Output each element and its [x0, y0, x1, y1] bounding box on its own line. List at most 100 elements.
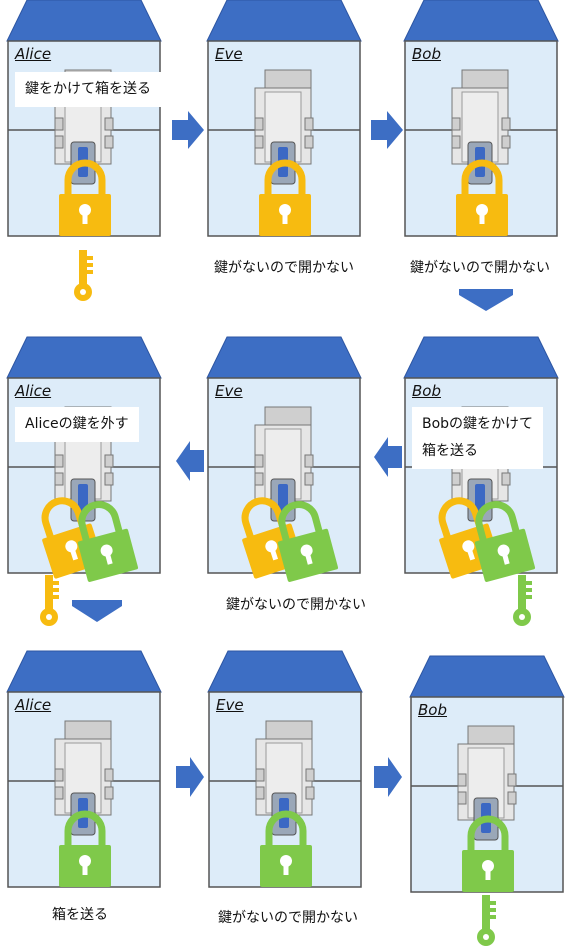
house-graphic [6, 336, 162, 582]
house-bob-step1: Bob [403, 0, 559, 237]
house-alice-step1: Alice 鍵をかけて箱を送る [6, 0, 162, 237]
padlock-bob-icon [474, 501, 536, 582]
house-alice-step3: Alice [6, 650, 162, 888]
house-label-eve: Eve [216, 696, 244, 714]
box-hinge-left [54, 117, 64, 131]
padlock-bob-icon [77, 501, 139, 582]
box-hinge-right [507, 773, 517, 787]
callout-line-2: 箱を送る [422, 443, 478, 459]
house-label-bob: Bob [412, 382, 441, 400]
box-hinge-right [304, 454, 314, 468]
house-bob-step2: Bob Bobの鍵をかけて 箱を送る [403, 336, 559, 582]
caption-send-box: 箱を送る [52, 907, 108, 923]
box-hinge-right [104, 768, 114, 782]
box-hinge-left [254, 117, 264, 131]
key-shape [477, 895, 496, 946]
house-graphic [207, 650, 363, 888]
box-hinge-right [305, 786, 315, 800]
roof [403, 0, 559, 42]
house-label-eve: Eve [215, 382, 243, 400]
box-hinge-left [54, 135, 64, 149]
key-shape [74, 250, 93, 301]
box-hinge-right [104, 135, 114, 149]
box-hinge-top [461, 69, 509, 91]
roof [6, 650, 162, 693]
house-eve-step2: Eve [206, 336, 362, 582]
box-hinge-left [451, 135, 461, 149]
house-graphic [6, 650, 162, 888]
padlock-alice-icon [456, 159, 508, 236]
house-eve-step1: Eve [206, 0, 362, 237]
box-hinge-left [254, 135, 264, 149]
box-hinge-right [104, 786, 114, 800]
house-label-alice: Alice [15, 696, 52, 714]
house-label-eve: Eve [215, 45, 243, 63]
box-hinge-right [501, 135, 511, 149]
arrow-right-icon [371, 111, 403, 149]
arrow-right-icon [374, 757, 402, 797]
key-icon-bob [509, 575, 535, 631]
key-shape [513, 575, 532, 626]
house-graphic [403, 0, 559, 237]
box-hinge-left [457, 791, 467, 805]
box-hinge-right [104, 117, 114, 131]
box-hinge-left [254, 454, 264, 468]
arrow-left-icon [374, 437, 402, 477]
padlock-bob-icon [260, 810, 312, 887]
arrow-down-icon [72, 600, 122, 622]
arrow-down-icon [459, 289, 513, 311]
padlock-bob-icon [277, 501, 339, 582]
key-icon-bob [473, 895, 499, 951]
callout-bob-lock-send: Bobの鍵をかけて 箱を送る [412, 407, 544, 469]
callout-line-1: Bobの鍵をかけて [422, 416, 534, 432]
caption-no-key-eve-2: 鍵がないので開かない [226, 597, 366, 613]
box-hinge-top [64, 720, 112, 742]
house-bob-step3: Bob [409, 655, 565, 893]
box-hinge-right [104, 454, 114, 468]
roof [6, 0, 162, 42]
box-hinge-left [54, 768, 64, 782]
box-hinge-top [467, 725, 515, 747]
key-icon-alice [70, 250, 96, 306]
house-graphic [6, 0, 162, 237]
arrow-right-icon [172, 111, 204, 149]
caption-no-key-eve-3: 鍵がないので開かない [218, 910, 358, 926]
callout-alice-remove-lock: Aliceの鍵を外す [15, 407, 139, 442]
arrow-right-icon [176, 757, 204, 797]
box-hinge-right [304, 472, 314, 486]
house-graphic [409, 655, 565, 893]
box-hinge-left [451, 117, 461, 131]
padlock-alice-icon [59, 159, 111, 236]
box-hinge-top [264, 69, 312, 91]
box-hinge-left [54, 472, 64, 486]
house-label-alice: Alice [15, 45, 52, 63]
house-graphic [206, 0, 362, 237]
box-hinge-left [457, 773, 467, 787]
key-icon-alice [36, 575, 62, 631]
box-hinge-left [451, 472, 461, 486]
box-hinge-right [305, 768, 315, 782]
roof [207, 650, 363, 693]
box-hinge-left [255, 768, 265, 782]
key-shape [40, 575, 59, 626]
house-graphic [206, 336, 362, 582]
house-label-alice: Alice [15, 382, 52, 400]
house-eve-step3: Eve [207, 650, 363, 888]
caption-no-key-eve-1: 鍵がないので開かない [214, 260, 354, 276]
house-label-bob: Bob [418, 701, 447, 719]
padlock-bob-icon [59, 810, 111, 887]
arrow-left-icon [176, 441, 204, 481]
box-hinge-left [54, 786, 64, 800]
box-hinge-right [501, 472, 511, 486]
box-hinge-right [304, 117, 314, 131]
roof [206, 0, 362, 42]
box-hinge-left [255, 786, 265, 800]
box-hinge-right [104, 472, 114, 486]
roof [409, 655, 565, 698]
box-hinge-right [304, 135, 314, 149]
roof [403, 336, 559, 379]
box-hinge-top [265, 720, 313, 742]
padlock-bob-icon [462, 815, 514, 892]
box-hinge-right [507, 791, 517, 805]
